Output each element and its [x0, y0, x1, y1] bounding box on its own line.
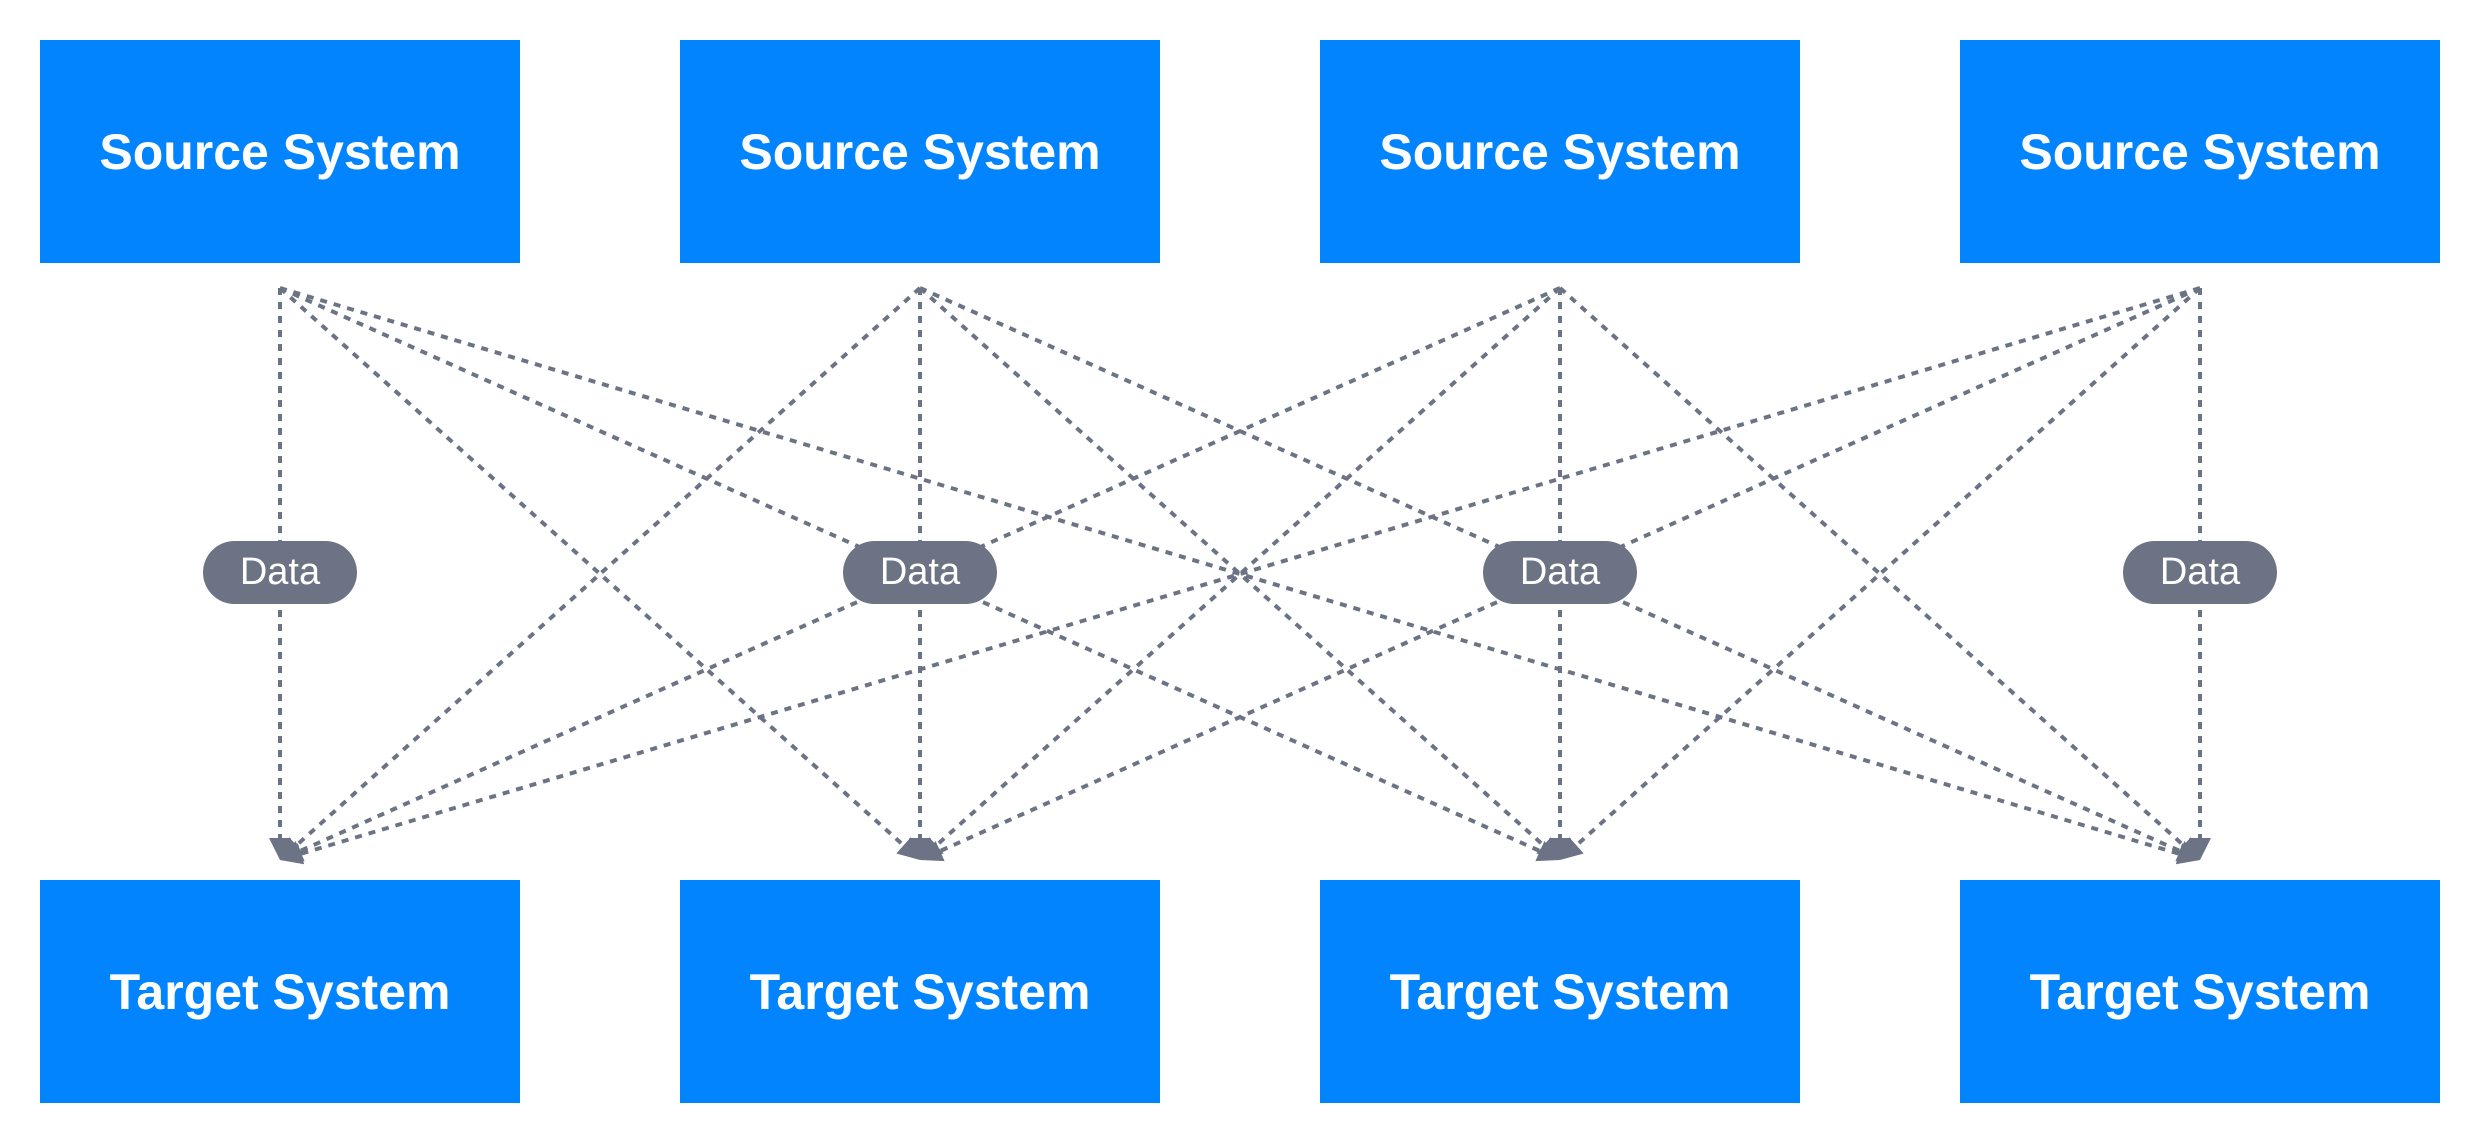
arrowhead-1-to-2 — [896, 837, 920, 860]
data-label-2-text: Data — [879, 551, 961, 593]
source-system-4: Source System — [1960, 40, 2440, 263]
source-system-3: Source System — [1320, 40, 1800, 263]
source-system-1: Source System — [40, 40, 520, 263]
connection-line-1-to-2 — [278, 286, 905, 847]
arrowhead-2-to-2 — [909, 838, 931, 860]
data-label-1: Data — [203, 541, 357, 604]
data-label-4-text: Data — [2159, 551, 2241, 593]
data-label-3: Data — [1483, 541, 1637, 604]
target-system-4-label: Target System — [2029, 963, 2371, 1020]
source-system-4-label: Source System — [2019, 123, 2381, 180]
data-label-2: Data — [843, 541, 997, 604]
arrowhead-4-to-1 — [280, 843, 305, 865]
source-system-1-label: Source System — [99, 123, 461, 180]
data-label-3-text: Data — [1519, 551, 1601, 593]
connection-line-4-to-3 — [1575, 286, 2202, 847]
connection-line-2-to-1 — [295, 286, 922, 847]
target-system-2: Target System — [680, 880, 1160, 1103]
target-system-1-label: Target System — [109, 963, 451, 1020]
data-label-4: Data — [2123, 541, 2277, 604]
source-system-3-label: Source System — [1379, 123, 1741, 180]
arrowhead-3-to-3 — [1549, 838, 1571, 860]
target-system-3: Target System — [1320, 880, 1800, 1103]
source-system-2-label: Source System — [739, 123, 1101, 180]
arrowhead-4-to-2 — [920, 841, 945, 862]
connection-line-1-to-4 — [279, 286, 2180, 856]
source-system-2: Source System — [680, 40, 1160, 263]
arrowhead-3-to-4 — [2176, 837, 2200, 860]
target-system-4: Target System — [1960, 880, 2440, 1103]
data-label-1-text: Data — [239, 551, 321, 593]
arrowhead-4-to-4 — [2189, 838, 2211, 860]
connection-line-4-to-1 — [300, 286, 2201, 856]
arrowhead-2-to-3 — [1536, 837, 1560, 860]
target-system-2-label: Target System — [749, 963, 1091, 1020]
target-system-3-label: Target System — [1389, 963, 1731, 1020]
connection-line-3-to-2 — [935, 286, 1562, 847]
connection-line-3-to-4 — [1558, 286, 2185, 847]
arrowhead-1-to-1 — [269, 838, 291, 860]
target-system-1: Target System — [40, 880, 520, 1103]
arrowhead-4-to-3 — [1560, 837, 1584, 860]
connection-line-2-to-3 — [918, 286, 1545, 847]
